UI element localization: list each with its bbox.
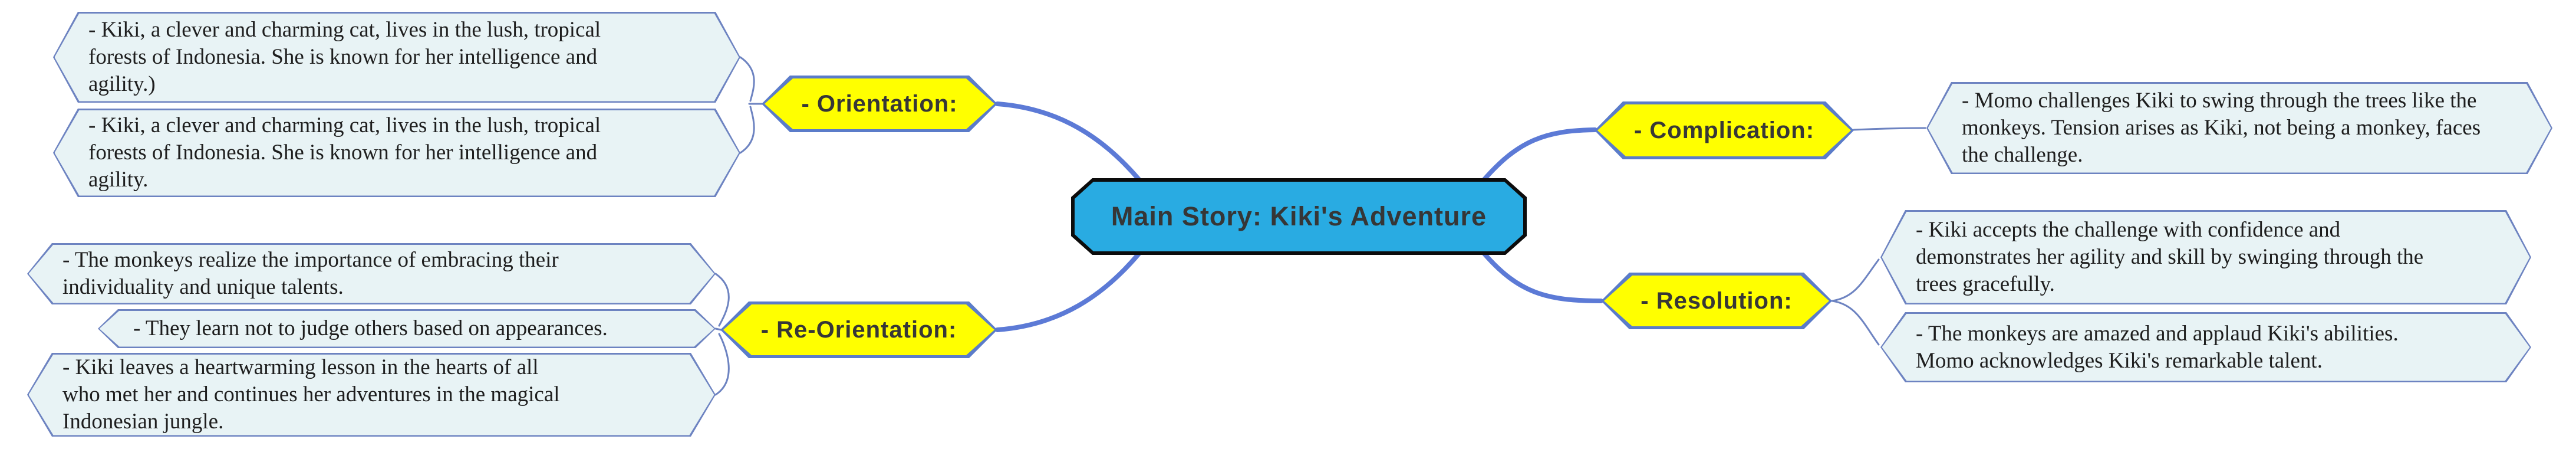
branch-node-fill bbox=[765, 78, 994, 129]
connector-root-resolution bbox=[1482, 251, 1603, 303]
connector-reorientation-child3 bbox=[714, 333, 730, 396]
root-node[interactable]: Main Story: Kiki's Adventure bbox=[1071, 178, 1527, 255]
detail-node-fill bbox=[100, 311, 714, 347]
detail-node-text: - Kiki leaves a heartwarming lesson in t… bbox=[62, 355, 560, 434]
detail-node-reorientation-3[interactable]: - Kiki leaves a heartwarming lesson in t… bbox=[27, 353, 716, 437]
connector-orientation-child1 bbox=[739, 56, 755, 102]
detail-node-orientation-1[interactable]: - Kiki, a clever and charming cat, lives… bbox=[53, 12, 740, 103]
root-node-label: Main Story: Kiki's Adventure bbox=[1111, 201, 1487, 231]
connector-root-complication bbox=[1482, 127, 1597, 182]
detail-node-text: - The monkeys are amazed and applaud Kik… bbox=[1916, 321, 2399, 373]
detail-node-text: - Momo challenges Kiki to swing through … bbox=[1962, 89, 2481, 167]
detail-node-reorientation-2[interactable]: - They learn not to judge others based o… bbox=[98, 309, 716, 348]
detail-node-resolution-2[interactable]: - The monkeys are amazed and applaud Kik… bbox=[1880, 312, 2531, 382]
detail-node-fill bbox=[55, 14, 739, 101]
detail-node-fill bbox=[29, 245, 714, 303]
branch-node-orientation[interactable]: - Orientation: bbox=[762, 76, 997, 132]
branch-node-label: - Resolution: bbox=[1641, 287, 1793, 314]
detail-node-resolution-1[interactable]: - Kiki accepts the challenge with confid… bbox=[1880, 210, 2531, 304]
connector-reorientation-child1 bbox=[714, 273, 730, 327]
branch-node-reorientation[interactable]: - Re-Orientation: bbox=[720, 301, 997, 358]
branch-node-label: - Re-Orientation: bbox=[760, 316, 957, 343]
root-node-fill bbox=[1075, 182, 1523, 251]
connector-reorientation-child2 bbox=[714, 327, 722, 331]
detail-node-text: - Kiki accepts the challenge with confid… bbox=[1916, 218, 2424, 296]
detail-node-text: - Kiki, a clever and charming cat, lives… bbox=[88, 18, 601, 96]
connector-resolution-child2 bbox=[1831, 300, 1880, 346]
detail-node-orientation-2[interactable]: - Kiki, a clever and charming cat, lives… bbox=[53, 109, 740, 197]
connector-orientation-child2 bbox=[739, 106, 755, 154]
detail-node-text: - The monkeys realize the importance of … bbox=[62, 248, 559, 299]
connector-root-reorientation bbox=[995, 251, 1141, 332]
detail-node-text: - Kiki, a clever and charming cat, lives… bbox=[88, 113, 601, 192]
branch-node-fill bbox=[1604, 276, 1829, 326]
connector-root-orientation bbox=[995, 101, 1141, 182]
detail-node-complication-1[interactable]: - Momo challenges Kiki to swing through … bbox=[1926, 82, 2552, 174]
branch-node-fill bbox=[1597, 104, 1851, 156]
branch-node-fill bbox=[723, 304, 994, 355]
branch-node-label: - Orientation: bbox=[801, 90, 958, 117]
detail-node-fill bbox=[29, 355, 714, 435]
detail-node-reorientation-1[interactable]: - The monkeys realize the importance of … bbox=[27, 243, 716, 304]
detail-node-fill bbox=[55, 110, 739, 196]
branch-node-resolution[interactable]: - Resolution: bbox=[1601, 273, 1832, 329]
detail-node-text: - They learn not to judge others based o… bbox=[133, 316, 608, 341]
connector-resolution-child1 bbox=[1831, 258, 1880, 302]
branch-node-complication[interactable]: - Complication: bbox=[1595, 101, 1854, 159]
connector-complication-child1 bbox=[1853, 127, 1926, 131]
branch-node-label: - Complication: bbox=[1633, 117, 1815, 143]
detail-node-fill bbox=[1882, 314, 2530, 381]
detail-node-fill bbox=[1928, 84, 2551, 173]
detail-node-fill bbox=[1882, 212, 2530, 303]
